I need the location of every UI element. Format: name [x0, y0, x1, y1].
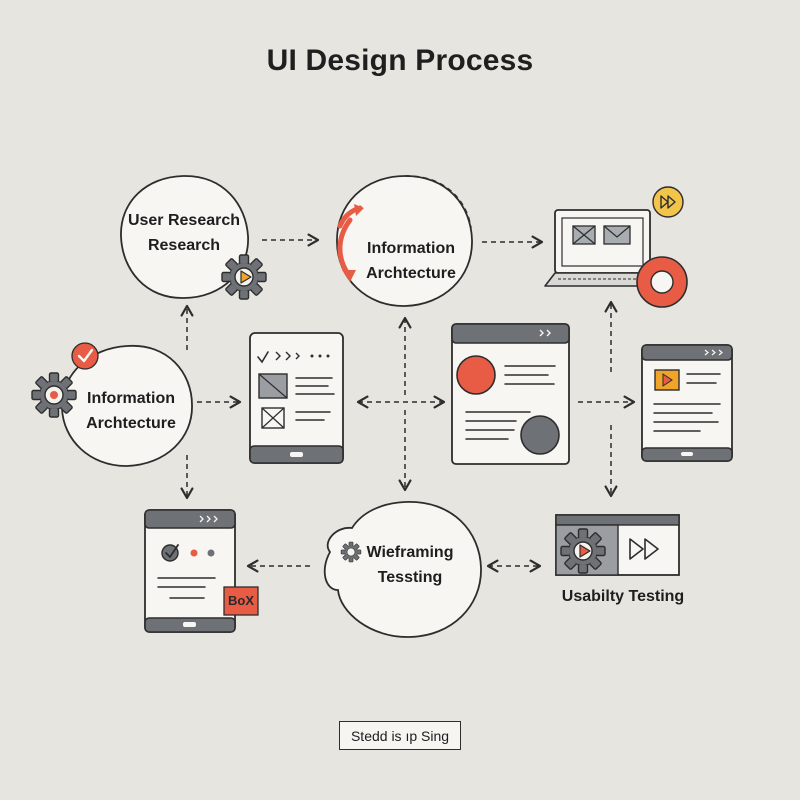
- laptop-icon: [544, 186, 688, 308]
- info-arch-left-label: Information Archtecture: [86, 390, 176, 432]
- browser-window[interactable]: [451, 323, 570, 465]
- footer-button[interactable]: Stedd is ıp Sing: [339, 721, 461, 750]
- usability-video-panel[interactable]: [555, 514, 680, 576]
- user-research-label: User Research Research: [127, 212, 241, 254]
- box-tag: [223, 586, 259, 616]
- connectors: [180, 233, 636, 573]
- gear-play-icon: [560, 528, 606, 574]
- checkmark-icon: [257, 351, 269, 364]
- info-arch-top-node[interactable]: [336, 175, 473, 307]
- wireframing-testing-node[interactable]: [323, 501, 482, 638]
- page-title: UI Design Process: [266, 44, 534, 77]
- gear-icon: [31, 372, 77, 418]
- user-research-node[interactable]: [120, 175, 267, 300]
- info-arch-left-node[interactable]: [31, 342, 193, 467]
- usability-testing-label: Usabilty Testing: [561, 588, 685, 605]
- wireframe-tablet[interactable]: [249, 332, 344, 464]
- info-arch-top-label: Information Archtecture: [366, 240, 456, 282]
- checkmark-badge: [71, 342, 99, 370]
- gear-play-icon: [221, 254, 267, 300]
- media-tablet[interactable]: [641, 344, 733, 462]
- box-tag-label: BoX: [228, 593, 254, 608]
- checkbox-tablet[interactable]: [144, 509, 259, 633]
- fast-forward-icon: [629, 538, 659, 560]
- wireframing-label: Wieframing Tessting: [366, 544, 454, 586]
